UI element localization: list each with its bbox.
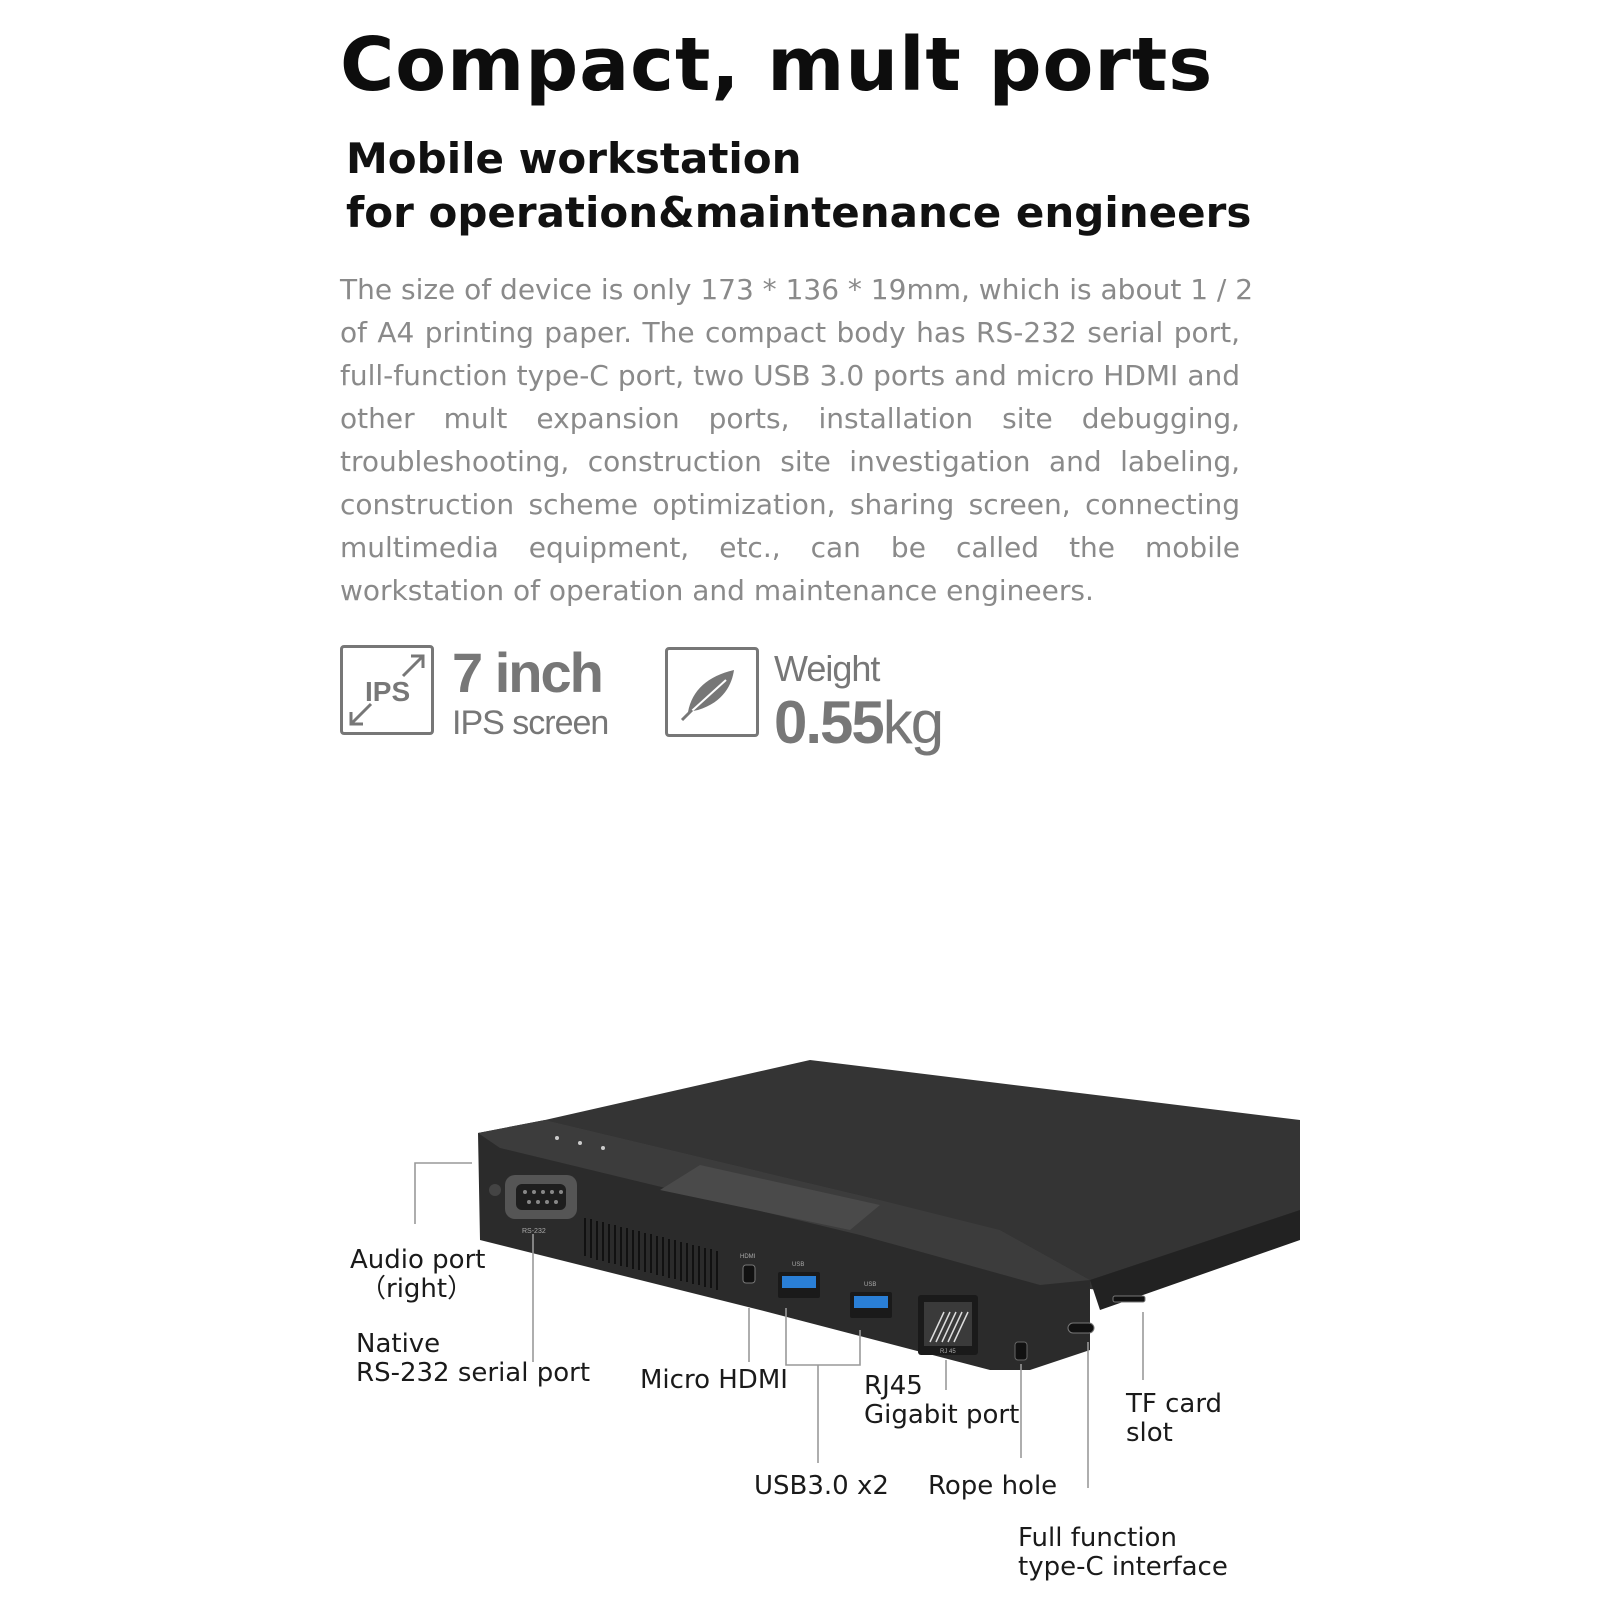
callout-audio-port: Audio port （right） [350,1246,485,1304]
screen-size-value: 7 inch [452,641,604,704]
subtitle-line-2: for operation&maintenance engineers [346,188,1252,237]
callout-audio-port-line2: （right） [360,1274,474,1304]
ips-icon-text: IPS [365,676,411,707]
hdmi-port-label: HDMI [740,1254,756,1260]
callout-type-c-line1: Full function [1018,1523,1177,1553]
ips-icon: IPS [340,645,434,735]
page-title: Compact, mult ports [340,22,1214,108]
weight-value: 0.55kg [774,688,944,757]
description-line: full-function type-C port, two USB 3.0 p… [340,359,1240,392]
subtitle-line-1: Mobile workstation [346,134,802,183]
description-line: workstation of operation and maintenance… [340,574,1094,607]
description-line: troubleshooting, construction site inves… [340,445,1240,478]
callout-rope-hole: Rope hole [928,1471,1058,1501]
micro-hdmi-port [742,1264,756,1284]
callout-rj45: RJ45 Gigabit port [864,1372,1019,1430]
callout-micro-hdmi: Micro HDMI [640,1365,788,1395]
callout-type-c: Full function type-C interface [1018,1524,1228,1582]
usb-port-1-label: USB [792,1262,804,1268]
type-c-port [1067,1322,1095,1334]
callout-rj45-line1: RJ45 [864,1371,923,1401]
screen-size-label: IPS screen [452,704,609,742]
callout-type-c-line2: type-C interface [1018,1552,1228,1582]
usb-port-2-label: USB [864,1282,876,1288]
weight-number: 0.55 [774,689,885,756]
callout-serial-port-line2: RS-232 serial port [356,1358,591,1388]
description: The size of device is only 173 * 136 * 1… [340,268,1254,612]
tf-card-slot [1112,1295,1146,1303]
rs232-port-label: RS-232 [522,1228,546,1235]
device-hinge [660,1165,880,1230]
description-line: other mult expansion ports, installation… [340,402,1240,435]
vent-grille [584,1218,718,1290]
feather-icon [665,647,759,737]
weight-unit: kg [882,689,944,756]
feather-icon-graphic [680,670,734,722]
callout-serial-port-line1: Native [356,1329,441,1359]
callout-serial-port: Native RS-232 serial port [356,1330,590,1388]
callout-tf-card-line1: TF card [1126,1389,1223,1419]
description-line: The size of device is only 173 * 136 * 1… [340,273,1254,306]
callout-audio-port-line1: Audio port [350,1245,486,1275]
ips-icon-graphic [349,654,425,726]
device-lid-edge [1090,1210,1300,1310]
rope-hole [1014,1341,1028,1361]
description-line: of A4 printing paper. The compact body h… [340,316,1240,349]
callout-lines [414,1162,1144,1488]
rj45-port-label: RJ 45 [940,1349,956,1355]
callout-tf-card: TF card slot [1126,1390,1222,1448]
subtitle: Mobile workstation for operation&mainten… [346,132,1251,240]
device-lid [545,1060,1300,1290]
callout-tf-card-line2: slot [1126,1418,1173,1448]
callout-usb: USB3.0 x2 [754,1471,889,1501]
weight-label: Weight [774,648,880,689]
callout-rj45-line2: Gigabit port [864,1400,1020,1430]
device-illustration: RS-232 HDMI USB USB RJ 45 [414,1060,1300,1488]
description-line: construction scheme optimization, sharin… [340,488,1240,521]
description-line: multimedia equipment, etc., can be calle… [340,531,1240,564]
